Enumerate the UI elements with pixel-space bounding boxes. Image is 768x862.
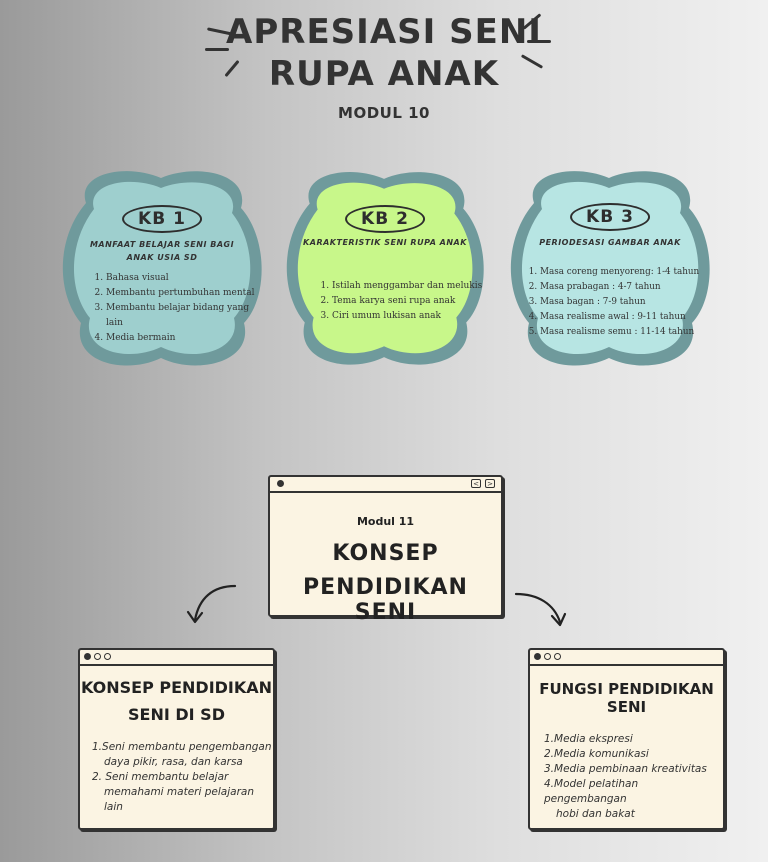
list-text: hobi dan bakat: [556, 808, 635, 820]
module-label: Modul 11: [356, 515, 415, 528]
list-text: Media pembinaan kreativitas: [554, 763, 707, 775]
kb-heading: PERIODESASI GAMBAR ANAK: [539, 238, 681, 247]
list-item-continuation: hobi dan bakat: [544, 807, 723, 822]
kb-heading: MANFAAT BELAJAR SENI BAGI ANAK USIA SD: [89, 240, 235, 262]
list-text: daya pikir, rasa, dan karsa: [104, 756, 243, 768]
window-dot: [277, 480, 284, 487]
decorative-dash: [527, 40, 551, 43]
list-text: Media komunikasi: [554, 748, 649, 760]
kb-card-3: KB 3 PERIODESASI GAMBAR ANAK Masa coreng…: [504, 163, 716, 373]
list-text: Seni membantu pengembangan: [102, 741, 272, 753]
list-item: 1.Media ekspresi: [544, 732, 723, 747]
right-window: FUNGSI PENDIDIKAN SENI 1.Media ekspresi …: [528, 648, 725, 830]
window-dot: [104, 653, 111, 660]
list-text: Media ekspresi: [554, 733, 633, 745]
list-number: 4.: [544, 778, 555, 790]
kb-list: Bahasa visual Membantu pertumbuhan menta…: [88, 271, 268, 346]
left-window: KONSEP PENDIDIKAN SENI DI SD 1.Seni memb…: [78, 648, 275, 830]
page-subtitle: MODUL 10: [338, 104, 430, 122]
list-item: Membantu belajar bidang yang lain: [106, 301, 268, 331]
box-title-line-2: SENI DI SD: [128, 705, 225, 724]
list-item: Masa coreng menyoreng: 1-4 tahun: [540, 265, 699, 280]
list-item: Masa realisme semu : 11-14 tahun: [540, 325, 699, 340]
list-number: 1.: [92, 741, 103, 753]
arrow-right-icon: [514, 592, 567, 627]
decorative-dash: [205, 48, 229, 51]
list-item: 2. Seni membantu belajar: [92, 770, 273, 785]
box-title: FUNGSI PENDIDIKAN SENI: [539, 680, 714, 716]
list-item: Media bermain: [106, 331, 268, 346]
list-item: Masa bagan : 7-9 tahun: [540, 295, 699, 310]
window-dot: [84, 653, 91, 660]
list-item: Bahasa visual: [106, 271, 268, 286]
blob-shape: [62, 171, 262, 366]
page-title-line-2: RUPA ANAK: [268, 54, 500, 94]
kb-list: Masa coreng menyoreng: 1-4 tahun Masa pr…: [522, 265, 699, 340]
window-titlebar: [530, 650, 723, 666]
box-list: 1.Seni membantu pengembangan daya pikir,…: [92, 740, 273, 815]
list-item: 1.Seni membantu pengembangan: [92, 740, 273, 755]
window-dot: [554, 653, 561, 660]
blob-shape: [510, 171, 710, 366]
list-item-continuation: daya pikir, rasa, dan karsa: [92, 755, 273, 770]
kb-badge: KB 2: [345, 205, 425, 233]
prev-icon[interactable]: <: [471, 479, 481, 488]
list-number: 2.: [544, 748, 555, 760]
window-titlebar: [80, 650, 273, 666]
list-number: 2.: [92, 771, 103, 783]
blob-shape: [286, 172, 484, 365]
list-item: Membantu pertumbuhan mental: [106, 286, 268, 301]
page-title-line-1: APRESIASI SENI: [226, 12, 542, 52]
box-title-line-1: KONSEP PENDIDIKAN: [80, 678, 273, 697]
list-number: 1.: [544, 733, 555, 745]
window-dot: [534, 653, 541, 660]
window-dot: [544, 653, 551, 660]
list-text: memahami materi pelajaran lain: [104, 786, 254, 813]
main-window: < > Modul 11 KONSEP PENDIDIKAN SENI: [268, 475, 503, 625]
kb-badge: KB 1: [122, 205, 202, 233]
kb-heading: KARAKTERISTIK SENI RUPA ANAK: [303, 238, 467, 247]
window-titlebar: < >: [270, 477, 501, 493]
window-dot: [94, 653, 101, 660]
list-item: 2.Media komunikasi: [544, 747, 723, 762]
list-item: Masa prabagan : 4-7 tahun: [540, 280, 699, 295]
main-title-line-2: PENDIDIKAN SENI: [303, 575, 468, 625]
kb-card-1: KB 1 MANFAAT BELAJAR SENI BAGI ANAK USIA…: [56, 163, 268, 373]
kb-card-2: KB 2 KARAKTERISTIK SENI RUPA ANAK Istila…: [280, 163, 490, 373]
list-item: 4.Model pelatihan pengembangan: [544, 777, 723, 807]
list-item: 3.Media pembinaan kreativitas: [544, 762, 723, 777]
list-text: Seni membantu belajar: [102, 771, 229, 783]
list-item: Istilah menggambar dan melukis: [332, 279, 482, 294]
main-title-line-1: KONSEP: [332, 541, 439, 566]
list-text: Model pelatihan pengembangan: [544, 778, 639, 805]
list-number: 3.: [544, 763, 555, 775]
list-item: Tema karya seni rupa anak: [332, 294, 482, 309]
arrow-left-icon: [186, 584, 237, 624]
list-item: Masa realisme awal : 9-11 tahun: [540, 310, 699, 325]
box-list: 1.Media ekspresi 2.Media komunikasi 3.Me…: [544, 732, 723, 822]
list-item-continuation: memahami materi pelajaran lain: [92, 785, 273, 815]
list-item: Ciri umum lukisan anak: [332, 309, 482, 324]
kb-badge: KB 3: [570, 203, 650, 231]
kb-list: Istilah menggambar dan melukis Tema kary…: [314, 279, 482, 324]
next-icon[interactable]: >: [485, 479, 495, 488]
